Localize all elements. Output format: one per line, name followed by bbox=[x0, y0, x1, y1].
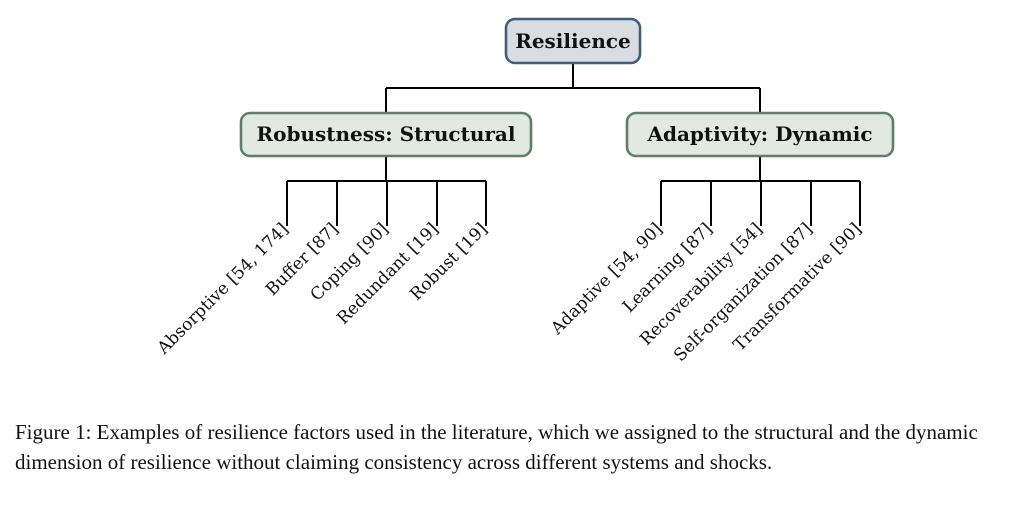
leaf-labels: Absorptive [54, 174]Buffer [87]Coping [9… bbox=[153, 219, 866, 366]
branch-dynamic-label: Adaptivity: Dynamic bbox=[646, 122, 872, 146]
root-node-box bbox=[504, 17, 642, 65]
branch-dynamic-box bbox=[625, 111, 895, 158]
root-node: Resilience bbox=[504, 17, 642, 65]
branch-dynamic: Adaptivity: Dynamic bbox=[625, 111, 895, 158]
figure-caption: Figure 1: Examples of resilience factors… bbox=[15, 420, 978, 474]
branch-structural-box bbox=[239, 111, 533, 158]
leaf-label: Learning [87] bbox=[619, 219, 717, 317]
resilience-tree-diagram: Resilience Robustness: Structural Adapti… bbox=[153, 17, 895, 366]
tree-connectors bbox=[286, 63, 861, 226]
root-node-label: Resilience bbox=[515, 29, 631, 53]
branch-structural: Robustness: Structural bbox=[239, 111, 533, 158]
branch-structural-label: Robustness: Structural bbox=[257, 122, 516, 146]
